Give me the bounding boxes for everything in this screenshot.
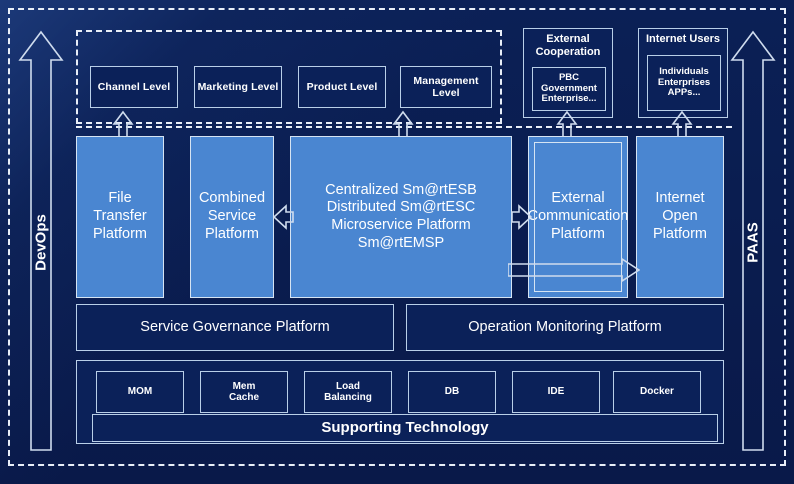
platform-box-combined-service[interactable]: Combined Service Platform [190,136,274,298]
connector-right-arrow-esb-to-internet-open [507,257,641,293]
governance-label: Service Governance Platform [140,319,330,336]
devops-rail-label: DevOps [32,214,50,271]
group-title: External Cooperation [535,33,601,59]
right-arrow-icon [507,257,641,283]
technology-label: MOM [127,386,153,398]
platform-label: File Transfer Platform [93,190,147,242]
technology-label: Docker [640,386,674,398]
supporting-technology-label: Supporting Technology [321,419,489,437]
technology-label: Mem Cache [228,380,259,404]
level-box-marketing[interactable]: Marketing Level [194,66,282,108]
right-arrow-icon [511,204,533,230]
platform-label: Internet Open Platform [653,190,707,242]
technology-box-db[interactable]: DB [408,371,496,413]
technology-box-mom[interactable]: MOM [96,371,184,413]
level-label: Channel Level [97,80,171,93]
group-body-box: Individuals Enterprises APPs... [647,55,721,111]
technology-label: DB [444,386,460,398]
connector-right-arrow-esb-to-external [510,203,533,236]
level-box-management[interactable]: Management Level [400,66,492,108]
governance-box-operation-monitoring[interactable]: Operation Monitoring Platform [406,304,724,351]
level-box-product[interactable]: Product Level [298,66,386,108]
technology-box-mem-cache[interactable]: Mem Cache [200,371,288,413]
technology-label: IDE [547,386,565,398]
governance-label: Operation Monitoring Platform [468,319,662,336]
diagram-outer-frame [8,8,786,466]
connector-left-arrow-esb-to-combined [272,203,294,236]
up-arrow-icon [18,30,64,451]
group-box-external-cooperation[interactable]: External Cooperation PBC Government Ente… [523,28,613,118]
level-label: Management Level [413,74,479,99]
group-body-box: PBC Government Enterprise... [532,67,606,111]
technology-box-load-balancing[interactable]: Load Balancing [304,371,392,413]
supporting-technology-banner[interactable]: Supporting Technology [92,414,718,442]
paas-rail-arrow [730,28,776,454]
group-title: Internet Users [646,33,720,45]
platform-label: Combined Service Platform [198,190,266,242]
group-body-label: PBC Government Enterprise... [541,71,597,105]
up-arrow-icon [730,30,776,451]
consumer-levels-container [76,30,502,124]
consumer-platform-separator [76,126,732,128]
governance-box-service-governance[interactable]: Service Governance Platform [76,304,394,351]
level-box-channel[interactable]: Channel Level [90,66,178,108]
platform-box-internet-open[interactable]: Internet Open Platform [636,136,724,298]
platform-box-file-transfer[interactable]: File Transfer Platform [76,136,164,298]
technology-box-ide[interactable]: IDE [512,371,600,413]
level-label: Marketing Level [197,80,279,93]
platform-box-esb-esc-emsp[interactable]: Centralized Sm@rtESB Distributed Sm@rtES… [290,136,512,298]
platform-label: External Communication Platform [527,190,629,242]
group-box-internet-users[interactable]: Internet Users Individuals Enterprises A… [638,28,728,118]
left-arrow-icon [272,204,294,230]
technology-box-docker[interactable]: Docker [613,371,701,413]
platform-box-external-communication[interactable]: External Communication Platform [528,136,628,298]
technology-label: Load Balancing [324,380,372,404]
devops-rail-arrow [18,28,64,454]
level-label: Product Level [306,80,378,93]
paas-rail-label: PAAS [744,222,762,263]
platform-label: Centralized Sm@rtESB Distributed Sm@rtES… [325,181,477,251]
group-body-label: Individuals Enterprises APPs... [657,65,711,99]
